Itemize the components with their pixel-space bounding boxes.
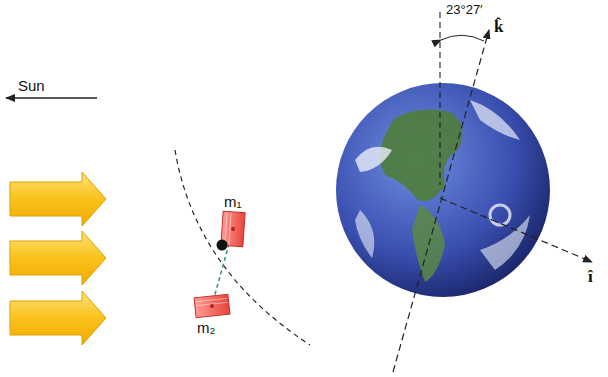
sun-direction-arrow	[6, 97, 97, 98]
mass-label: m₁	[224, 194, 242, 209]
earth	[336, 83, 550, 297]
vertical-line	[439, 12, 440, 185]
angle-label: 23°27′	[446, 3, 483, 16]
unit-vector-label: k̂	[494, 18, 503, 35]
unit-vector-label: î	[588, 268, 593, 285]
sun-label: Sun	[18, 78, 45, 93]
center-of-mass	[217, 240, 228, 251]
tilt-angle-arc	[441, 35, 484, 41]
spin-axis-k	[393, 30, 489, 372]
axis-i	[440, 198, 592, 262]
mass-m2	[194, 294, 230, 317]
sunlight-arrows	[10, 172, 106, 345]
mass-label: m₂	[197, 320, 215, 335]
orbit-arc	[175, 150, 310, 345]
